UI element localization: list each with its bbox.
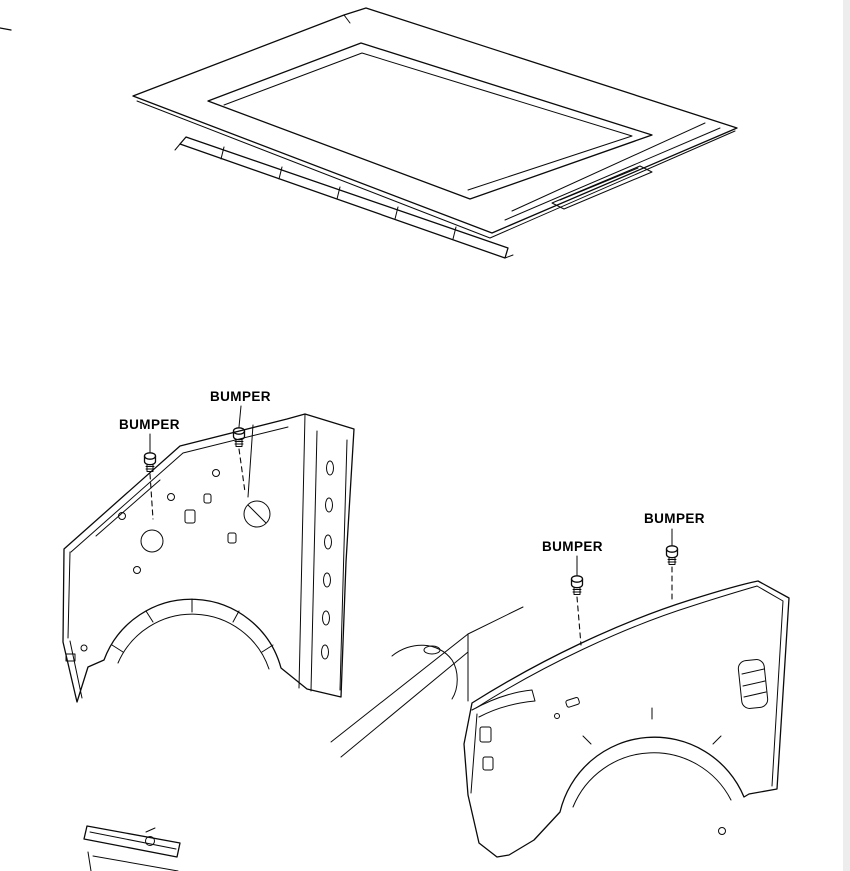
bumper-fastener-3 xyxy=(570,575,584,596)
part-label-bumper-apron-left: BUMPER xyxy=(119,417,180,432)
part-label-bumper-apron-right: BUMPER xyxy=(210,389,271,404)
leader-lines xyxy=(149,405,673,646)
hood-panel-illustration xyxy=(132,7,738,239)
fender-apron-illustration xyxy=(62,413,355,703)
bumper-fastener-1 xyxy=(143,452,157,473)
page-edge-shadow xyxy=(843,0,850,871)
part-label-bumper-fender-right: BUMPER xyxy=(644,511,705,526)
bumper-fastener-4 xyxy=(665,545,679,566)
part-label-bumper-fender-left: BUMPER xyxy=(542,539,603,554)
front-fender-illustration xyxy=(463,580,790,858)
crop-artifact-mark xyxy=(0,27,12,31)
body-background-lines xyxy=(330,606,524,758)
hood-seal-illustration xyxy=(174,136,514,259)
lower-panel-illustration xyxy=(83,825,181,871)
